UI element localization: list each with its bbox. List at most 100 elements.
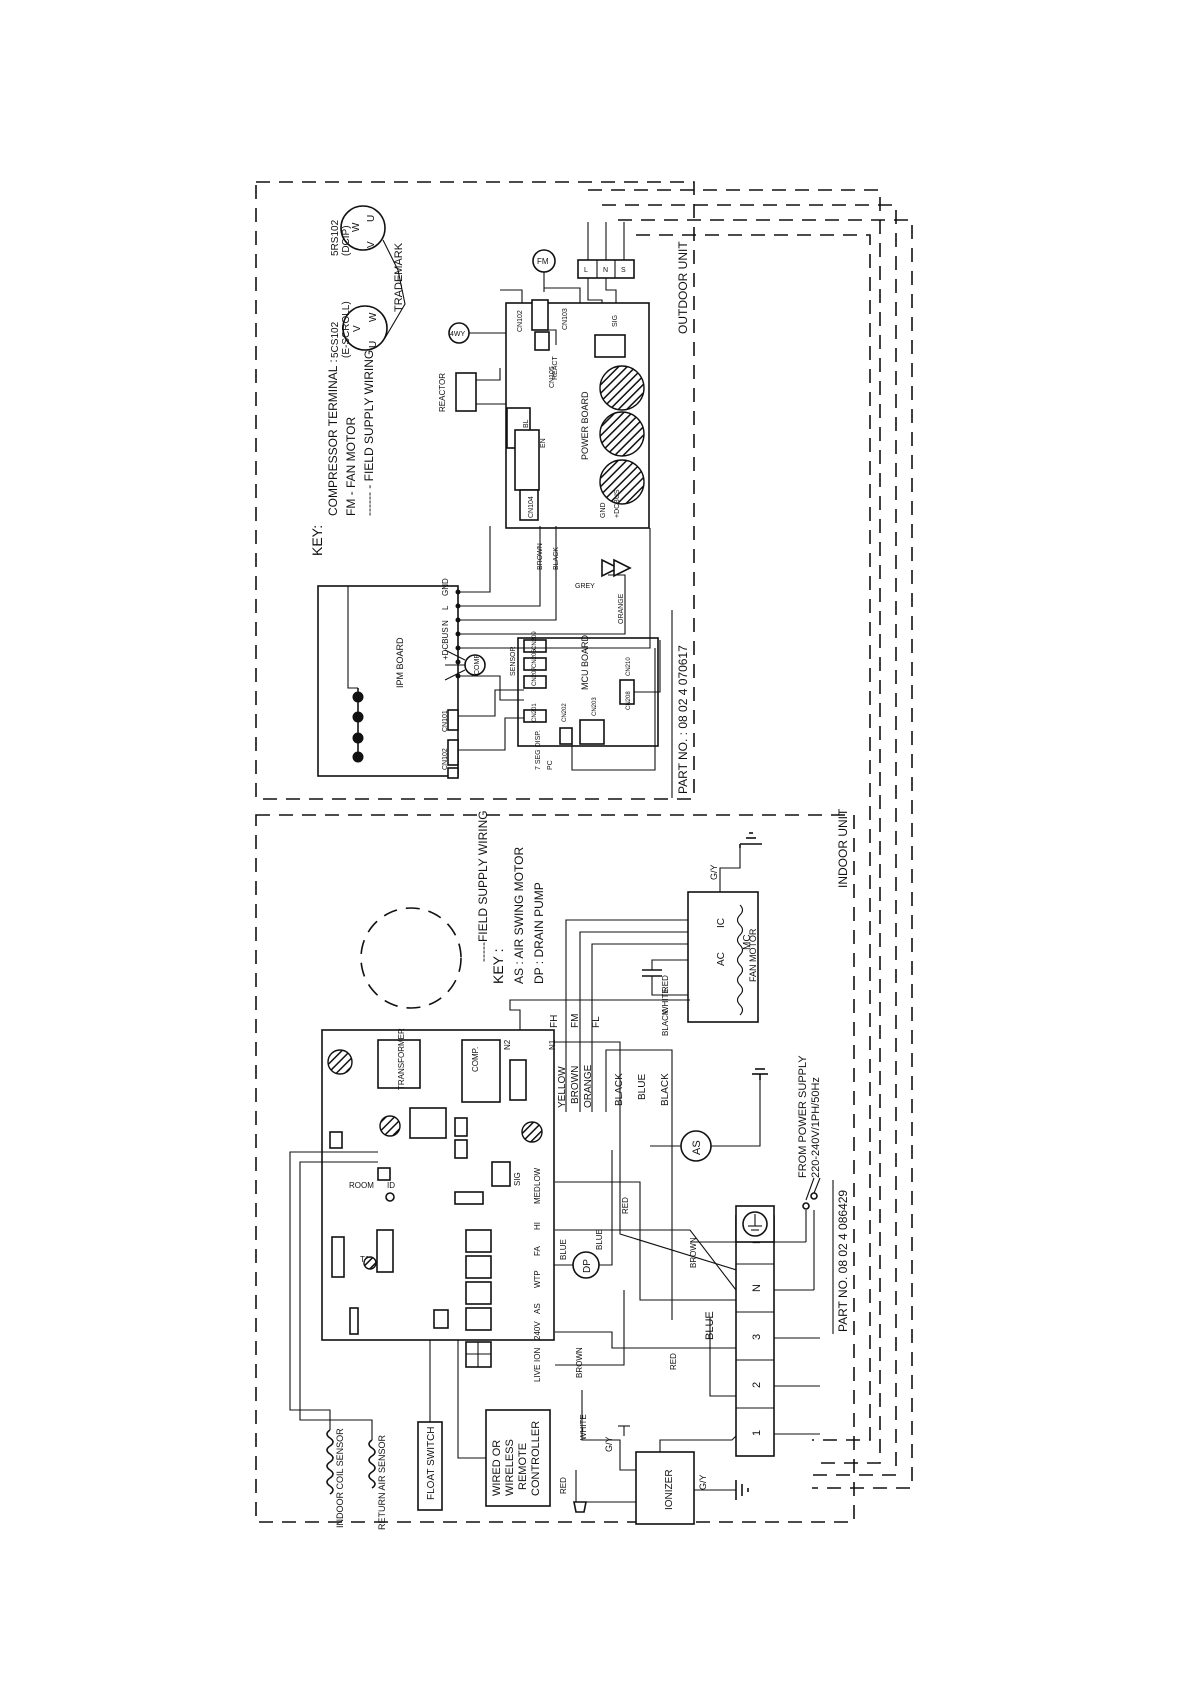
compressor-terminal-b: 5RS102 (DCIP) W V U <box>330 205 386 256</box>
lead-black-2: BLACK <box>660 1073 671 1106</box>
remote-line-3: REMOTE <box>517 1443 529 1490</box>
port-hi: HI <box>533 1222 542 1230</box>
sig-label: SIG <box>612 315 619 327</box>
wire-red: RED <box>661 975 670 992</box>
terminal-3: 3 <box>751 1334 763 1340</box>
ipm-dcbus: +DCBUS <box>441 627 450 660</box>
motor-ac: AC <box>716 952 727 966</box>
svg-text:U: U <box>366 215 377 222</box>
remote-line-2: WIRELESS <box>504 1439 516 1496</box>
pc-label: PC <box>547 760 554 770</box>
relay-n1: N1 <box>548 1039 557 1050</box>
svg-text:CN210: CN210 <box>626 657 632 676</box>
terminal-2: 2 <box>751 1382 763 1388</box>
ipm-board: IPM BOARD COMP GND L N +DCBUS CN101 CN10… <box>317 578 486 779</box>
svg-text:CN208: CN208 <box>626 691 632 710</box>
port-med: MED <box>533 1186 542 1204</box>
port-as: AS <box>533 1303 542 1314</box>
relay-comp-label: COMP. <box>471 1047 480 1072</box>
wire-brown-board: BROWN <box>575 1347 584 1378</box>
float-switch: FLOAT SWITCH <box>417 1340 443 1511</box>
terminal-s: S <box>621 267 626 274</box>
compressor-b-name: 5RS102 <box>330 219 341 256</box>
lead-brown: BROWN <box>570 1066 581 1104</box>
indoor-key-item: AS : AIR SWING MOTOR <box>512 847 526 984</box>
outdoor-key-item: ------ - FIELD SUPPLY WIRING <box>362 350 376 516</box>
room-label: ROOM <box>349 1181 374 1190</box>
ionizer: IONIZER G/Y G/Y WHITE RED <box>559 1390 749 1525</box>
lead-fm: FM <box>570 1014 581 1028</box>
four-way-label: 4WY <box>450 331 466 338</box>
ionizer-gy-label-2: G/Y <box>604 1436 614 1452</box>
svg-text:CN207: CN207 <box>532 667 538 686</box>
terminal-1: 1 <box>751 1430 763 1436</box>
indoor-unit: KEY : -----FIELD SUPPLY WIRING AS : AIR … <box>255 808 855 1530</box>
dp-wire-blue-2: BLUE <box>595 1229 604 1250</box>
gnd-label: GND <box>600 502 607 518</box>
port-live: LIVE <box>533 1365 542 1382</box>
id-label: ID <box>387 1181 395 1190</box>
dp-wire-blue: BLUE <box>559 1239 568 1260</box>
lead-orange: ORANGE <box>583 1064 594 1108</box>
ionizer-wire-red: RED <box>559 1477 568 1494</box>
outdoor-fan-motor: FM <box>532 249 556 292</box>
terminal-n: N <box>603 267 608 274</box>
compressor-b-type: (DCIP) <box>341 225 352 256</box>
air-swing-label: AS <box>691 1140 703 1155</box>
ionizer-gy-label: G/Y <box>698 1474 708 1490</box>
motor-ic: IC <box>716 918 727 928</box>
dcbus-label: +DCBUS <box>614 489 621 518</box>
svg-text:CN209: CN209 <box>532 631 538 650</box>
en-label: EN <box>540 438 547 448</box>
svg-text:CN202: CN202 <box>562 703 568 722</box>
svg-text:CN102: CN102 <box>442 748 449 770</box>
svg-text:CN103: CN103 <box>562 308 569 330</box>
lead-fh: FH <box>549 1015 560 1028</box>
indoor-key-title: KEY : <box>490 948 506 984</box>
outdoor-key: KEY: COMPRESSOR TERMINAL : FM - FAN MOTO… <box>309 350 376 556</box>
air-swing-motor: AS <box>650 1068 768 1162</box>
lead-blue: BLUE <box>637 1074 648 1100</box>
ipm-board-label: IPM BOARD <box>395 637 405 688</box>
ipm-n: N <box>441 620 450 626</box>
terminal-l: L <box>584 267 588 274</box>
svg-text:W: W <box>351 222 362 232</box>
remote-line-4: CONTROLLER <box>530 1421 542 1496</box>
indoor-coil-sensor: INDOOR COIL SENSOR <box>289 1151 378 1528</box>
port-ion: ION <box>533 1348 542 1362</box>
power-supply-spec: 220-240V/1PH/50Hz <box>810 1077 822 1178</box>
svg-text:CN102: CN102 <box>517 310 524 332</box>
wire-black: BLACK <box>661 1009 670 1036</box>
drain-pump-label: DP <box>582 1259 593 1273</box>
svg-text:CN203: CN203 <box>592 697 598 716</box>
outdoor-terminal-block: L N S SIG <box>577 222 635 327</box>
motor-gy-label: G/Y <box>709 864 719 880</box>
svg-text:V: V <box>366 241 377 248</box>
svg-text:CN205: CN205 <box>532 649 538 668</box>
drain-pump: DP BLUE BLUE <box>554 1150 613 1279</box>
svg-text:U: U <box>368 341 379 348</box>
compressor-terminal-a: 5CS102 (E-SCROLL) V U W <box>330 301 388 358</box>
remote-line-1: WIRED OR <box>491 1440 503 1496</box>
ionizer-label: IONIZER <box>664 1469 675 1510</box>
wire-red-term: RED <box>669 1353 678 1370</box>
lead-fl: FL <box>591 1016 602 1028</box>
relay-n2: N2 <box>503 1039 512 1050</box>
wire-red-board: RED <box>621 1197 630 1214</box>
outdoor-key-item: FM - FAN MOTOR <box>344 417 358 516</box>
terminal-n: N <box>751 1284 763 1292</box>
indoor-key-item: DP : DRAIN PUMP <box>532 882 546 984</box>
float-switch-label: FLOAT SWITCH <box>426 1426 437 1500</box>
outdoor-unit-boundary <box>255 181 695 800</box>
indoor-terminal-block: L N 3 2 1 FROM POWER SUPPLY 220-240V/1PH… <box>555 1055 822 1457</box>
wire-orange: ORANGE <box>618 593 625 624</box>
compressor-a-type: (E-SCROLL) <box>341 301 352 358</box>
port-sig: SIG <box>513 1172 522 1186</box>
ground-icon <box>739 832 762 848</box>
ionizer-wire-white: WHITE <box>579 1414 588 1440</box>
indoor-unit-label: INDOOR UNIT <box>836 808 850 888</box>
port-wtp: WTP <box>533 1270 542 1288</box>
outdoor-key-item: COMPRESSOR TERMINAL : <box>326 359 340 516</box>
wire-brown: BROWN <box>537 543 544 570</box>
